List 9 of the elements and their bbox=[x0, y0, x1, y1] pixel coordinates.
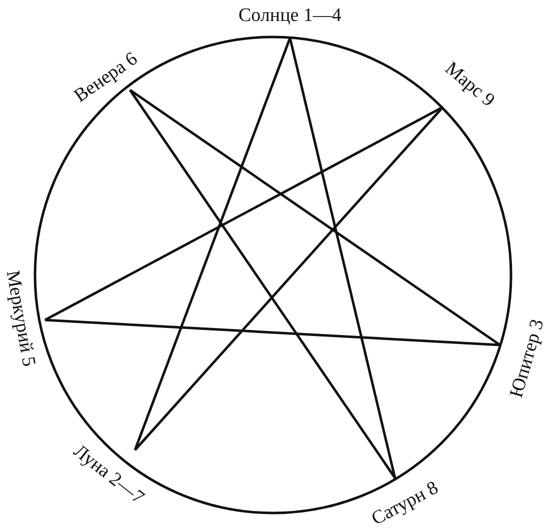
star-line bbox=[44, 106, 444, 322]
planet-label: Солнце 1—4 bbox=[238, 6, 342, 24]
star-line bbox=[44, 318, 500, 346]
star-line bbox=[128, 89, 396, 479]
star-line bbox=[134, 38, 292, 450]
star-line bbox=[134, 106, 444, 451]
star-line bbox=[129, 88, 501, 346]
star-line bbox=[288, 38, 396, 478]
planet-label: Меркурий 5 bbox=[2, 268, 38, 368]
